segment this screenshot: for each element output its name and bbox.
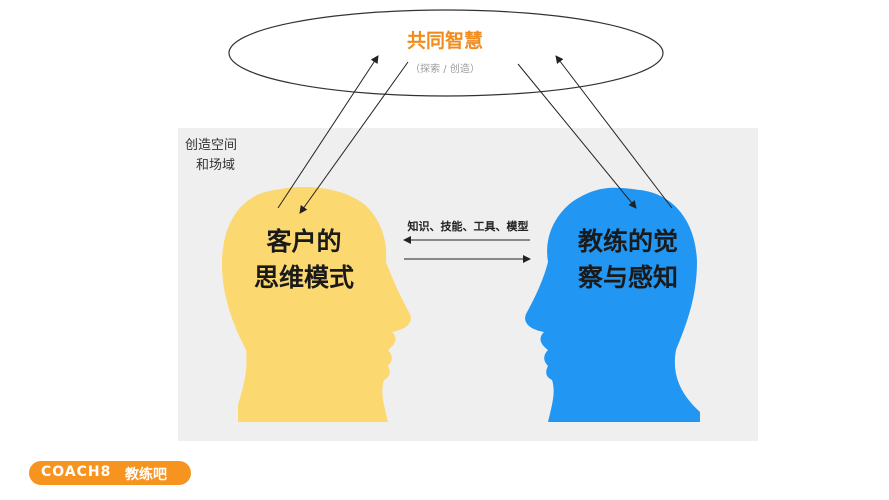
arrow-wisdom-down-left xyxy=(299,61,409,214)
space-label-line2: 和场域 xyxy=(196,158,236,173)
arrow-coach-up xyxy=(555,55,673,209)
arrow-client-up xyxy=(277,55,379,209)
coach-head-shape xyxy=(525,187,700,422)
tools-label: 知识、技能、工具、模型 xyxy=(407,220,529,233)
wisdom-ellipse xyxy=(228,9,664,97)
logo-chinese-text: 教练吧 xyxy=(125,467,167,483)
client-label-line2: 思维模式 xyxy=(253,263,354,292)
arrow-wisdom-down-right xyxy=(517,63,637,209)
wisdom-subtitle: （探索 / 创造） xyxy=(410,64,480,75)
client-head-shape xyxy=(222,186,411,422)
space-label-line1: 创造空间 xyxy=(185,138,238,153)
logo-brand-text: COACH8 xyxy=(41,464,112,480)
coach-label-line2: 察与感知 xyxy=(577,263,678,292)
client-label-line1: 客户的 xyxy=(266,227,342,256)
wisdom-title: 共同智慧 xyxy=(406,30,483,52)
coach-label-line1: 教练的觉 xyxy=(577,227,678,256)
coach8-logo: COACH8 教练吧 xyxy=(29,461,191,485)
